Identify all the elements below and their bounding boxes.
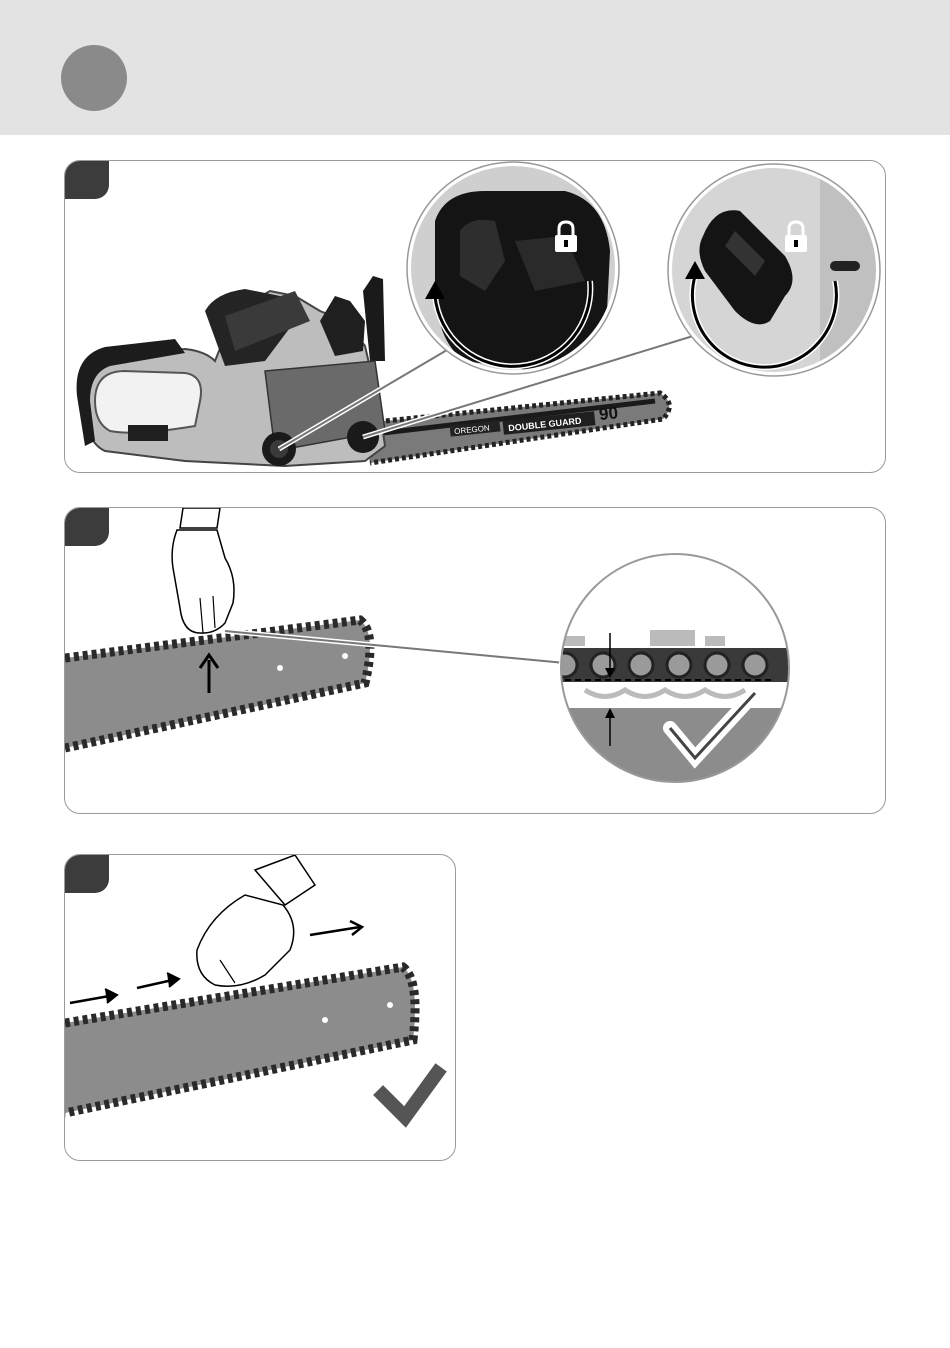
checkmark-icon xyxy=(383,1073,437,1117)
panel-3-chain-pull-check xyxy=(64,854,456,1161)
guide-bar: OREGON DOUBLE GUARD 90 xyxy=(365,393,669,463)
page-header xyxy=(0,0,950,135)
hand-illustration xyxy=(197,855,315,986)
hand-illustration xyxy=(172,508,234,633)
right-arrow-icon xyxy=(310,921,362,935)
right-arrow-icon xyxy=(70,989,117,1003)
bar-knob-zoom xyxy=(665,161,885,381)
right-arrow-icon xyxy=(137,973,179,988)
chain-pull-illustration xyxy=(65,855,456,1161)
chain-gap-zoom xyxy=(545,548,805,798)
panel-2-chain-tension-check xyxy=(64,507,886,814)
guide-bar xyxy=(65,967,415,1113)
tension-knob-zoom xyxy=(405,161,625,381)
bar-number-text: 90 xyxy=(598,403,619,424)
step-number-dot xyxy=(61,45,127,111)
panel-1-chainsaw-knobs: OREGON DOUBLE GUARD 90 xyxy=(64,160,886,473)
chain-lift-illustration xyxy=(65,508,886,814)
chainsaw-illustration: OREGON DOUBLE GUARD 90 xyxy=(65,161,886,473)
chainsaw-body xyxy=(77,276,385,466)
